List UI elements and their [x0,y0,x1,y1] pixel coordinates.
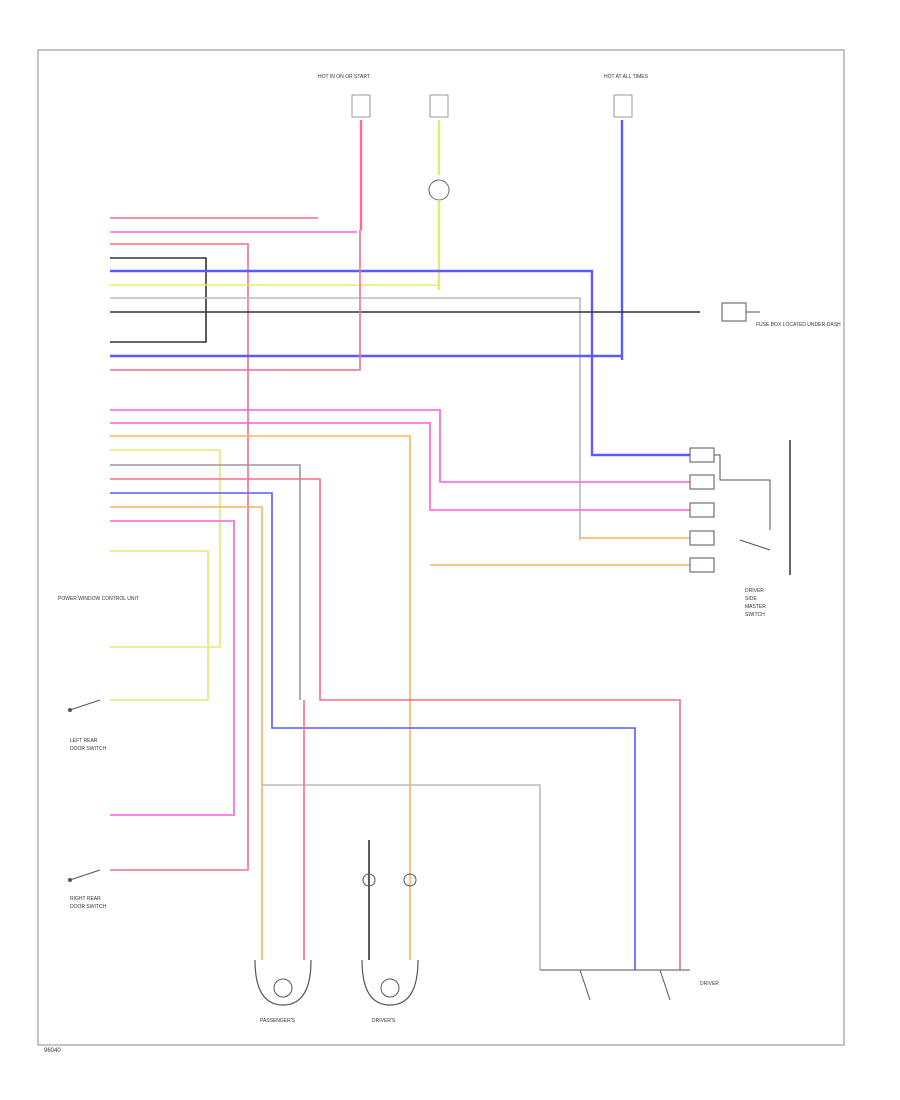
left-switch-label-2: DOOR SWITCH [70,746,106,752]
driver-motor-label: DRIVER'S [372,1018,396,1024]
fuse-box-connector: FUSE BOX LOCATED UNDER-DASH [721,302,841,328]
left-rear-door-switch: LEFT REAR DOOR SWITCH [68,699,106,752]
driver-motor: DRIVER'S [361,840,419,1024]
bottom-right-label: DRIVER [700,981,719,987]
right-rear-door-switch: RIGHT REAR DOOR SWITCH [68,869,106,910]
fuse-left [351,94,371,230]
fuse-right [613,94,633,360]
caption-hot-in-run: HOT IN ON OR START [318,74,370,80]
fuse-box-label: FUSE BOX LOCATED UNDER-DASH [756,322,841,328]
master-switch: DRIVER SIDE MASTER SWITCH [689,440,791,618]
left-switch-label: LEFT REAR [70,738,98,744]
module-label: POWER WINDOW CONTROL UNIT [58,596,139,602]
passenger-motor: PASSENGER'S [254,700,312,1024]
fuse-mid [428,94,450,290]
lower-bus [262,784,541,970]
passenger-motor-label: PASSENGER'S [260,1018,296,1024]
left-harness [110,217,700,970]
master-switch-label-2: SIDE [745,596,757,602]
caption-hot-accessory: HOT AT ALL TIMES [604,74,649,80]
bottom-right-switch: DRIVER [540,969,719,1001]
right-switch-label: RIGHT REAR [70,896,101,902]
master-switch-label-3: MASTER [745,604,766,610]
master-switch-label-4: SWITCH [745,612,765,618]
master-switch-label: DRIVER [745,588,764,594]
diagram-id: 96040 [44,1048,61,1054]
right-switch-label-2: DOOR SWITCH [70,904,106,910]
diagram-frame [37,49,845,1046]
